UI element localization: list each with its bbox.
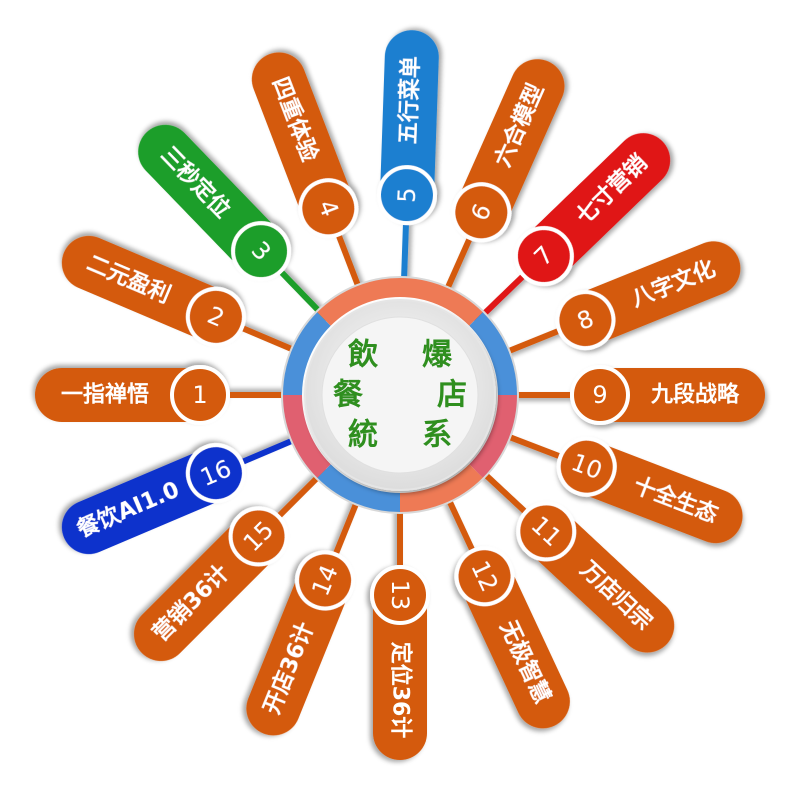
hub-character: 飲: [348, 338, 379, 373]
number-badge: [376, 165, 437, 226]
hub-ring-outline: [281, 276, 519, 514]
hub-ring-segment: [469, 311, 518, 395]
number-badge-text: 9: [592, 381, 607, 409]
hub-ring-segment: [469, 395, 518, 479]
number-badge-text: 13: [386, 580, 414, 611]
hub-character: 店: [437, 378, 467, 413]
petal-label: 定位36计: [388, 642, 414, 739]
hub-character: 餐: [333, 378, 364, 413]
number-badge: [228, 506, 289, 567]
number-badge: [231, 221, 292, 282]
hub-ring-segment: [400, 277, 484, 326]
hub-ring-segment: [316, 464, 400, 513]
hub-ring-segment: [316, 277, 400, 326]
number-badge: [516, 501, 577, 562]
hub-character: 爆: [422, 338, 453, 373]
number-badge: [513, 226, 574, 287]
number-badge: [298, 178, 359, 239]
hub-character: 系: [422, 418, 452, 453]
number-badge: [370, 565, 430, 625]
number-badge: [185, 443, 246, 504]
number-badge: [451, 182, 512, 243]
hub-character: 統: [348, 418, 378, 453]
hub-ring-segment: [282, 311, 331, 395]
number-badge: [556, 436, 617, 497]
petal-label: 一指禅悟: [61, 382, 149, 408]
number-badge: [570, 365, 630, 425]
number-badge-text: 1: [192, 381, 207, 409]
petal-label: 五行菜单: [395, 56, 424, 145]
petal-1[interactable]: 1 一指禅悟: [35, 365, 295, 425]
number-badge-text: 5: [393, 187, 422, 203]
number-badge: [170, 365, 230, 425]
center-hub: 飲 爆餐 店統 系: [281, 276, 519, 514]
number-badge: [185, 286, 246, 347]
petal-13[interactable]: 13 定位36计: [370, 500, 430, 760]
petal-label: 九段战略: [650, 382, 740, 408]
petal-9[interactable]: 9 九段战略: [505, 365, 765, 425]
petal-5[interactable]: 5 五行菜单: [376, 29, 441, 291]
hub-inner-disc: [321, 316, 479, 474]
number-badge: [555, 290, 616, 351]
number-badge: [454, 546, 515, 607]
number-badge: [295, 550, 356, 611]
hub-ring-segment: [400, 464, 484, 513]
hub-ring-segment: [282, 395, 331, 479]
